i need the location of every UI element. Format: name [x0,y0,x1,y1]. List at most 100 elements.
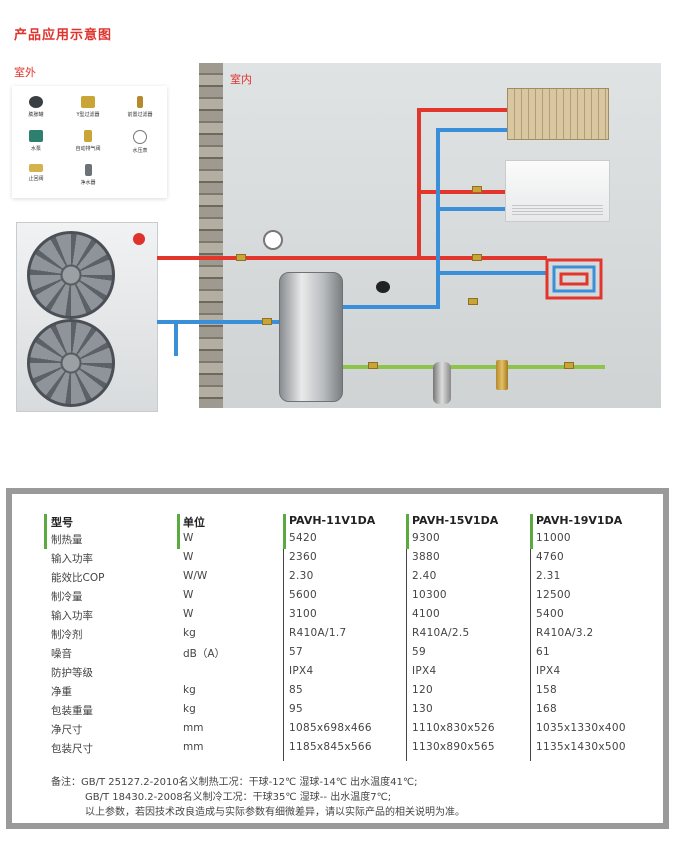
fan-coil-unit [505,160,610,222]
table-cell: dB（A） [183,648,226,660]
table-cell: 2.30 [289,570,314,582]
brick-wall [199,63,223,408]
note-line: GB/T 18430.2-2008名义制冷工况：干球35℃ 湿球-- 出水温度7… [85,792,392,803]
table-cell: 5420 [289,532,317,544]
air-vent-valve-icon [84,130,92,142]
column-divider [283,549,284,761]
table-cell: 防护等级 [51,667,93,679]
table-cell: 输入功率 [51,610,93,622]
legend-item: 水压表 [122,130,158,154]
page-title: 产品应用示意图 [14,28,113,43]
radiator [507,88,609,140]
fan-icon [27,231,115,319]
column-divider [406,549,407,761]
table-cell: IPX4 [412,665,437,677]
table-row: 输入功率 W 3100 4100 5400 [0,606,681,625]
table-cell: 噪音 [51,648,72,660]
header-pavh-15: PAVH-15V1DA [412,514,499,527]
spec-table-panel [6,488,669,829]
legend-label: 止回阀 [28,176,44,182]
table-cell: 1035x1330x400 [536,722,626,734]
legend-label: 水泵 [30,146,41,152]
pre-filter [496,360,508,390]
hot-pipe [157,256,419,260]
valve-icon [236,254,246,261]
indoor-label: 室内 [230,73,252,86]
table-cell: 10300 [412,589,447,601]
table-cell: R410A/3.2 [536,627,594,639]
table-cell: 9300 [412,532,440,544]
outdoor-heat-pump-unit [16,222,158,412]
table-cell: mm [183,741,204,753]
circulation-pump-icon [376,281,390,293]
table-cell: 1135x1430x500 [536,741,626,753]
column-divider [530,549,531,761]
legend-label: 前置过滤器 [127,112,153,118]
legend-item: 止回阀 [18,164,54,182]
table-cell: 包装尺寸 [51,743,93,755]
table-cell: 61 [536,646,550,658]
water-tank [279,272,343,402]
table-cell: R410A/2.5 [412,627,470,639]
table-cell: 2.40 [412,570,437,582]
table-cell: W [183,608,194,620]
y-filter-icon [81,96,95,108]
legend-item: 净水器 [70,164,106,186]
expansion-tank-icon [29,96,43,108]
table-cell: R410A/1.7 [289,627,347,639]
table-cell: 1185x845x566 [289,741,372,753]
table-cell: 3100 [289,608,317,620]
component-legend: 膨胀罐 Y型过滤器 前置过滤器 水泵 自动排气阀 水压表 止回阀 净水器 [12,86,167,198]
valve-icon [472,186,482,193]
table-cell: 2.31 [536,570,561,582]
column-marker [44,514,47,549]
table-cell: 120 [412,684,433,696]
table-cell: IPX4 [289,665,314,677]
column-marker [406,514,409,549]
table-cell: 5400 [536,608,564,620]
legend-label: 净水器 [80,180,96,186]
hot-pipe [417,256,547,260]
table-cell: 净重 [51,686,72,698]
table-row: 包装尺寸 mm 1185x845x566 1130x890x565 1135x1430x… [0,739,681,758]
valve-icon [468,298,478,305]
legend-item: 自动排气阀 [70,130,106,152]
table-row: 防护等级 IPX4 IPX4 IPX4 [0,663,681,682]
table-cell: W [183,551,194,563]
table-cell: mm [183,722,204,734]
cold-pipe [157,320,282,324]
table-cell: kg [183,684,196,696]
cold-pipe [436,128,440,308]
header-unit: 单位 [183,516,205,529]
note-line: 备注：GB/T 25127.2-2010名义制热工况：干球-12℃ 湿球-14℃… [51,777,418,788]
cold-pipe [436,207,506,211]
legend-label: 膨胀罐 [28,112,44,118]
outdoor-label: 室外 [14,66,36,79]
column-marker [177,514,180,549]
table-cell: 1130x890x565 [412,741,495,753]
table-cell: 4100 [412,608,440,620]
cold-pipe [174,320,178,356]
table-cell: 168 [536,703,557,715]
table-cell: 130 [412,703,433,715]
header-model: 型号 [51,516,73,529]
valve-icon [472,254,482,261]
brand-logo [133,233,145,245]
water-softener [433,362,451,404]
check-valve-icon [29,164,43,172]
table-cell: kg [183,703,196,715]
table-cell: 158 [536,684,557,696]
table-cell: 制热量 [51,534,83,546]
column-marker [530,514,533,549]
legend-item: 前置过滤器 [122,96,158,118]
legend-label: 水压表 [132,148,148,154]
table-cell: W [183,589,194,601]
legend-label: Y型过滤器 [76,112,100,118]
table-cell: IPX4 [536,665,561,677]
